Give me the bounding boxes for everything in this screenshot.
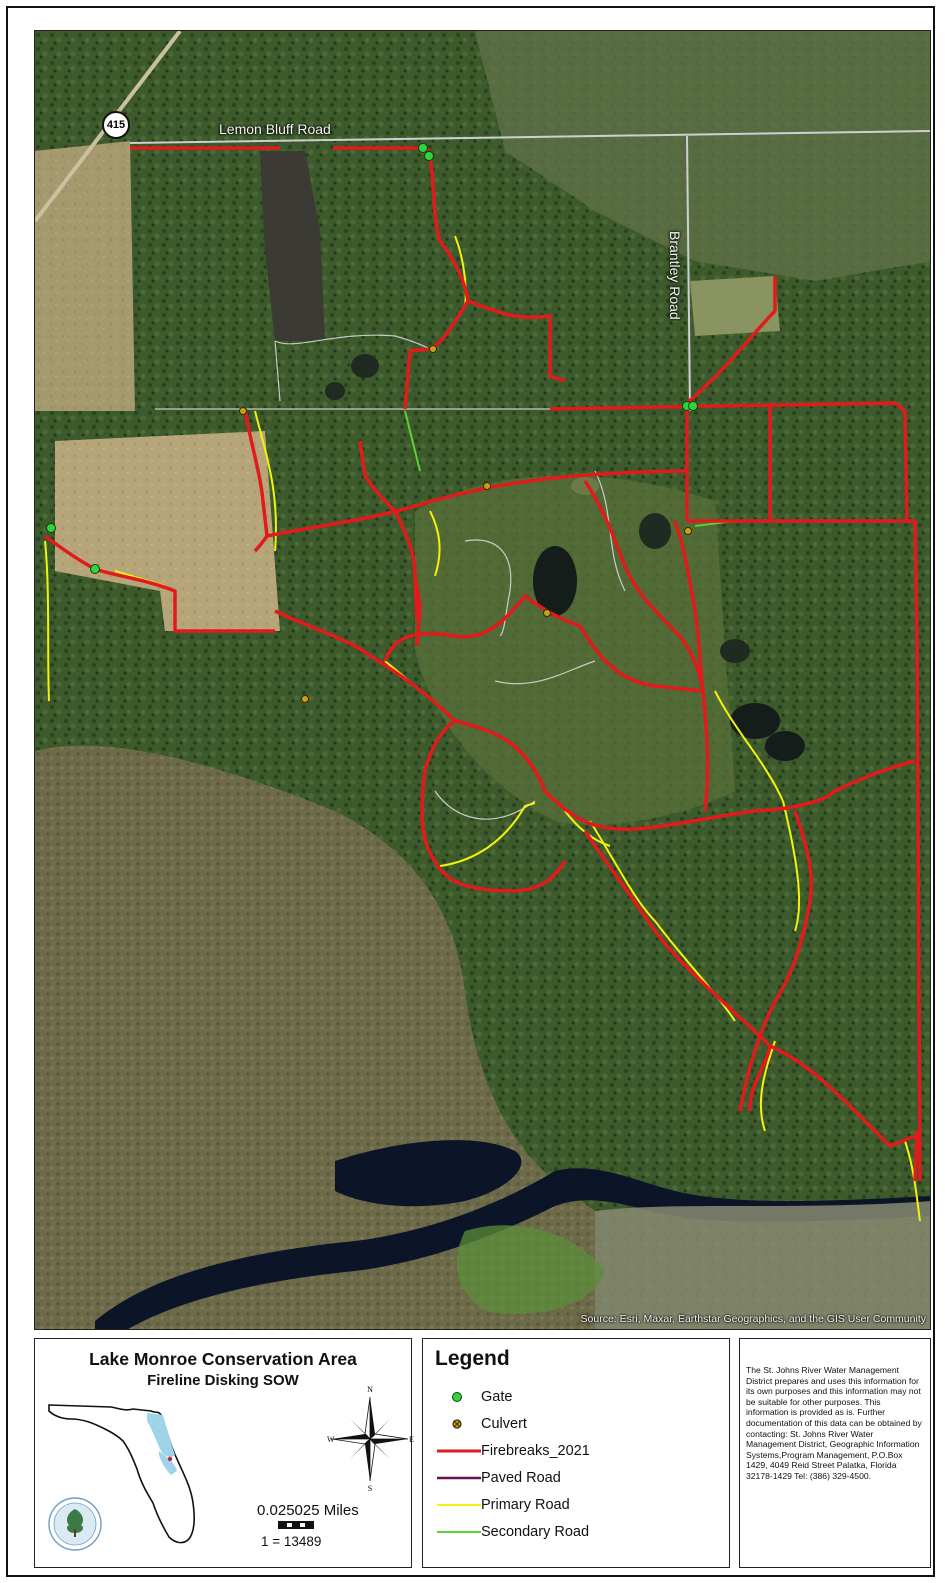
- legend-panel: Legend Gate Culvert Firebreaks_2021 Pav: [422, 1338, 730, 1568]
- pond: [533, 546, 577, 616]
- culvert-point-symbol: [452, 1419, 462, 1429]
- brantley-road-label: Brantley Road: [667, 231, 683, 320]
- legend-item-primary-road: Primary Road: [423, 1494, 729, 1516]
- map-canvas: [35, 31, 930, 1329]
- open-field-northwest: [35, 141, 135, 411]
- aquatic-vegetation: [456, 1225, 605, 1315]
- gate-point-symbol: [452, 1392, 462, 1402]
- pond: [351, 354, 379, 378]
- paved-road-lemon-bluff: [129, 130, 930, 144]
- pond: [325, 382, 345, 400]
- sjrwmd-district-area: [147, 1413, 175, 1458]
- gate-marker: [418, 143, 428, 153]
- paved-road-line-symbol: [437, 1476, 481, 1480]
- legend-item-secondary-road: Secondary Road: [423, 1521, 729, 1543]
- disclaimer-text: The St. Johns River Water Management Dis…: [746, 1365, 922, 1481]
- legend-label: Firebreaks_2021: [481, 1443, 590, 1459]
- route-415-shield: 415: [102, 111, 130, 139]
- compass-north-label: N: [367, 1385, 373, 1394]
- legend-item-culvert: Culvert: [423, 1413, 729, 1435]
- culvert-marker: [543, 609, 551, 617]
- north-arrow-compass: N S W E: [327, 1385, 414, 1493]
- gate-marker: [424, 151, 434, 161]
- legend-title: Legend: [435, 1347, 510, 1370]
- legend-label: Primary Road: [481, 1497, 570, 1513]
- pond: [765, 731, 805, 761]
- upland-savanna: [415, 475, 735, 825]
- culverts: [239, 345, 692, 703]
- florida-locator-map: [48, 1404, 195, 1551]
- culvert-marker: [429, 345, 437, 353]
- compass-rose: [331, 1396, 409, 1482]
- primary-road-line-symbol: [437, 1504, 481, 1506]
- secondary-road-line-symbol: [437, 1531, 481, 1533]
- compass-south-label: S: [368, 1484, 372, 1493]
- aerial-map[interactable]: 415 Lemon Bluff Road Brantley Road Sourc…: [34, 30, 931, 1330]
- legend-label: Culvert: [481, 1416, 527, 1432]
- disclaimer-panel: The St. Johns River Water Management Dis…: [739, 1338, 931, 1568]
- scale-bar: [278, 1521, 314, 1529]
- legend-label: Paved Road: [481, 1470, 561, 1486]
- compass-west-label: W: [327, 1435, 335, 1444]
- burn-scar: [260, 151, 325, 341]
- open-field-west: [55, 431, 280, 631]
- district-seal: [48, 1497, 102, 1551]
- culvert-marker: [239, 407, 247, 415]
- scale-ratio: 1 = 13489: [261, 1534, 322, 1549]
- map-attribution: Source: Esri, Maxar, Earthstar Geographi…: [580, 1313, 926, 1325]
- trails: [274, 334, 626, 820]
- pond: [720, 639, 750, 663]
- map-subtitle: Fireline Disking SOW: [147, 1372, 299, 1389]
- culvert-marker: [483, 482, 491, 490]
- pond: [639, 513, 671, 549]
- gate-marker: [90, 564, 100, 574]
- paved-road-brantley: [686, 135, 691, 412]
- culvert-marker: [301, 695, 309, 703]
- scale-text: 0.025025 Miles: [257, 1502, 359, 1519]
- site-location-marker: [167, 1456, 173, 1462]
- legend-label: Gate: [481, 1389, 513, 1405]
- firebreak-line-symbol: [437, 1449, 481, 1453]
- pond: [571, 477, 599, 495]
- lake-arm: [335, 1140, 522, 1207]
- gate-marker: [688, 401, 698, 411]
- culvert-marker: [684, 527, 692, 535]
- gates: [46, 143, 698, 574]
- legend-label: Secondary Road: [481, 1524, 590, 1540]
- legend-item-paved-road: Paved Road: [423, 1467, 729, 1489]
- legend-item-firebreaks: Firebreaks_2021: [423, 1440, 729, 1462]
- compass-east-label: E: [409, 1435, 414, 1444]
- pond: [730, 703, 780, 739]
- gate-marker: [46, 523, 56, 533]
- title-panel: Lake Monroe Conservation Area Fireline D…: [34, 1338, 414, 1568]
- map-title: Lake Monroe Conservation Area: [89, 1349, 357, 1369]
- lemon-bluff-road-label: Lemon Bluff Road: [219, 121, 331, 137]
- district-area-lower: [159, 1451, 177, 1475]
- map-layout-frame: 415 Lemon Bluff Road Brantley Road Sourc…: [6, 6, 935, 1577]
- residential-area: [475, 31, 930, 281]
- farm-clearing: [690, 276, 780, 336]
- legend-item-gate: Gate: [423, 1386, 729, 1408]
- floodplain: [595, 1201, 930, 1329]
